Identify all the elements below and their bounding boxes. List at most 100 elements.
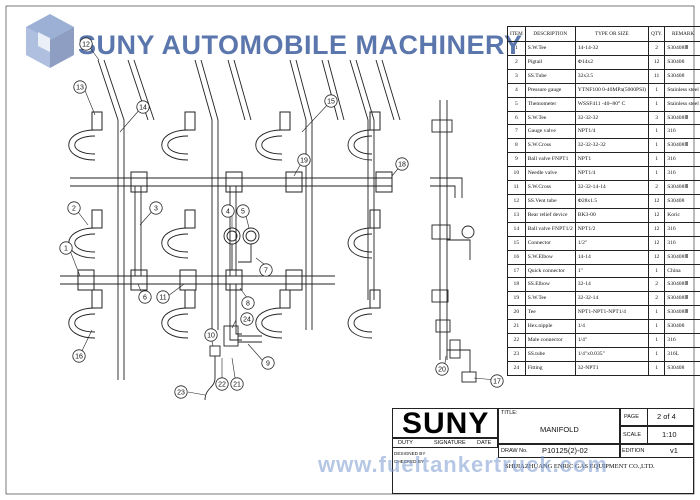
- cell-remark: 316: [664, 235, 700, 251]
- cell-description: Fitting: [524, 360, 576, 376]
- callout-label: 19: [300, 157, 308, 164]
- callout-label: 16: [75, 353, 83, 360]
- cell-description: Tee: [524, 305, 576, 321]
- cell-item: 13: [507, 207, 526, 223]
- cell-qty: 1: [647, 152, 666, 168]
- cell-type-size: 32-32-14-14: [574, 180, 649, 195]
- callout-label: 6: [143, 294, 147, 301]
- edition-value: v1: [670, 446, 678, 455]
- cell-description: S.W.Cross: [524, 180, 576, 195]
- cell-description: S.W.Tee: [524, 41, 576, 56]
- callout-circle: [215, 377, 229, 391]
- header-item: ITEM: [507, 26, 526, 42]
- page-label: PAGE: [624, 414, 639, 420]
- cell-item: 20: [507, 305, 526, 321]
- callout-circle: [72, 349, 86, 363]
- callout-5: 5: [236, 204, 250, 218]
- header-qty: QTY.: [647, 26, 666, 42]
- cell-type-size: NPT1-NPT1-NPT1/4: [574, 305, 649, 321]
- callout-label: 22: [218, 381, 226, 388]
- cell-remark: 316: [664, 152, 700, 168]
- callout-15: 15: [324, 94, 338, 108]
- callout-label: 10: [207, 332, 215, 339]
- cell-item: 6: [507, 110, 526, 126]
- edition-label: EDITION: [622, 448, 645, 454]
- cell-description: Needle valve: [524, 166, 576, 182]
- callout-1: 1: [59, 241, 73, 255]
- cell-item: 2: [507, 54, 526, 70]
- callout-18: 18: [395, 157, 409, 171]
- cell-item: 23: [507, 346, 526, 362]
- duty-label: DUTY: [398, 440, 413, 446]
- callout-circle: [136, 100, 150, 114]
- cell-type-size: NPT1: [574, 152, 649, 168]
- cell-remark: S30408Ⅲ: [664, 41, 700, 56]
- cell-description: Gauge valve: [524, 124, 576, 140]
- cell-description: Connector: [524, 235, 576, 251]
- header-remark: REMARK: [664, 26, 700, 42]
- date-label: DATE: [477, 440, 492, 446]
- scale-value: 1:10: [662, 430, 677, 439]
- cell-description: Hex.nipple: [524, 319, 576, 335]
- cell-type-size: 32-32-32-32: [574, 138, 649, 154]
- callout-label: 18: [398, 161, 406, 168]
- callout-21: 21: [230, 377, 244, 391]
- draw-no-cell: [498, 444, 620, 458]
- cell-item: 17: [507, 263, 526, 279]
- suny-cube-logo-icon: [26, 14, 74, 68]
- callout-circle: [204, 328, 218, 342]
- callout-label: 4: [226, 208, 230, 215]
- signature-label: SIGNATURE: [434, 440, 466, 446]
- cell-remark: China: [664, 263, 700, 279]
- header-type-size: TYPE OR SIZE: [574, 26, 649, 42]
- callout-17: 17: [490, 374, 504, 388]
- callout-label: 20: [438, 366, 446, 373]
- cell-item: 4: [507, 82, 526, 98]
- callout-14: 14: [136, 100, 150, 114]
- cell-remark: Koric: [664, 207, 700, 223]
- callout-13: 13: [73, 80, 87, 94]
- cell-type-size: 14-14: [574, 249, 649, 265]
- callout-6: 6: [138, 290, 152, 304]
- callout-16: 16: [72, 349, 86, 363]
- callout-label: 9: [266, 360, 270, 367]
- cell-qty: 1: [647, 305, 666, 321]
- cell-qty: 2: [647, 277, 666, 293]
- callout-11: 11: [156, 290, 170, 304]
- cell-remark: 316: [664, 333, 700, 348]
- callout-circle: [59, 241, 73, 255]
- cell-item: 14: [507, 221, 526, 237]
- cell-item: 10: [507, 166, 526, 182]
- cell-qty: 1: [647, 360, 666, 376]
- callout-label: 24: [243, 316, 251, 323]
- cell-remark: 316: [664, 124, 700, 140]
- cell-item: 9: [507, 152, 526, 168]
- callout-label: 7: [264, 267, 268, 274]
- cell-remark: Stainless steel: [664, 82, 700, 98]
- cell-qty: 1: [647, 346, 666, 362]
- cell-description: Themometer: [524, 96, 576, 112]
- cell-item: 7: [507, 124, 526, 140]
- cell-remark: S30408Ⅲ: [664, 249, 700, 265]
- cell-qty: 12: [647, 54, 666, 70]
- cell-type-size: 1/2": [574, 235, 649, 251]
- company-note: SHIJIAZHUANG ENRIC GAS EQUIPMENT CO.,LTD…: [505, 463, 655, 470]
- cell-qty: 11: [647, 68, 666, 84]
- callout-9: 9: [261, 356, 275, 370]
- cell-qty: 1: [647, 96, 666, 112]
- callout-23: 23: [174, 385, 188, 399]
- callout-label: 13: [76, 84, 84, 91]
- cell-description: Pressure gauge: [524, 82, 576, 98]
- cell-type-size: 1/4: [574, 319, 649, 335]
- callout-circle: [324, 94, 338, 108]
- cell-item: 12: [507, 193, 526, 209]
- callout-circle: [261, 356, 275, 370]
- cell-item: 21: [507, 319, 526, 335]
